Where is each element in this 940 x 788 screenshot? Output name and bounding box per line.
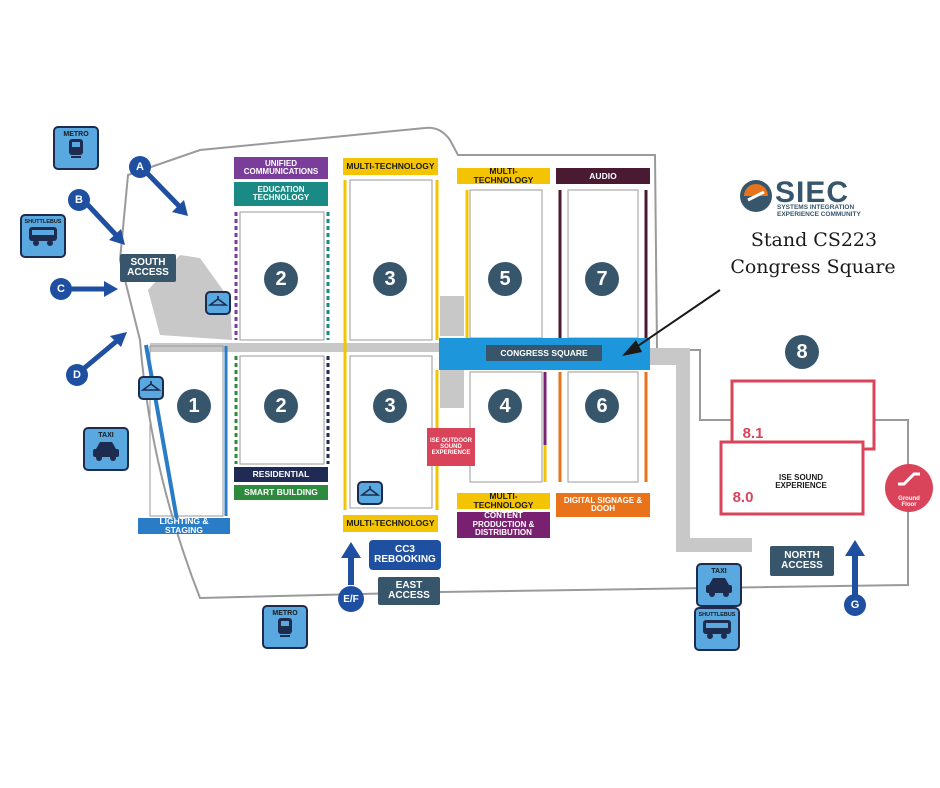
shuttlebus-box-e: SHUTTLEBUS [694,607,740,651]
hall-8-1-box [730,379,876,451]
hall-number-7: 7 [585,262,619,296]
tag-multi-technology-3-bottom: MULTI-TECHNOLOGY [343,515,438,532]
entrance-d: D [66,364,88,386]
hall-2-top [239,211,325,341]
ground-floor-label: Ground Floor [898,495,920,508]
entrance-b: B [68,189,90,211]
taxi-box-e: TAXI [696,563,742,607]
hall-number-5: 5 [488,262,522,296]
hall-6 [567,371,639,483]
metro-box-s: METRO [262,605,308,649]
siec-tagline-1: SYSTEMS INTEGRATION [777,204,855,211]
tag-audio: AUDIO [556,168,650,184]
south-access-label: SOUTH ACCESS [120,254,176,282]
label-hall-8-0: 8.0 [732,489,754,507]
metro-icon [278,618,292,637]
hall-number-1: 1 [177,389,211,423]
cloakroom-icon [138,376,164,400]
shuttlebus-label: SHUTTLEBUS [24,219,62,225]
stand-number: Stand CS223 [750,229,878,251]
east-access-label: EAST ACCESS [378,577,440,605]
hall-number-8: 8 [785,335,819,369]
siec-tagline-2: EXPERIENCE COMMUNITY [777,211,861,218]
metro-box-nw: METRO [53,126,99,170]
shuttlebus-icon [29,227,57,246]
main-walkway [150,343,440,352]
tag-education-technology: EDUCATION TECHNOLOGY [234,182,328,206]
tag-multi-technology-4: MULTI-TECHNOLOGY [457,492,550,509]
label-hall-8-1: 8.1 [742,425,764,443]
metro-label: METRO [63,131,89,138]
taxi-label-2: TAXI [711,568,727,575]
hall-1-outline [149,345,224,517]
taxi-label: TAXI [98,432,114,439]
walkway-hall4 [440,368,464,408]
taxi-icon [706,578,732,597]
entrance-a: A [129,156,151,178]
shuttlebus-icon [703,620,731,639]
tag-outdoor-sound-experience: ISE OUTDOOR SOUND EXPERIENCE [427,428,475,466]
hall-number-3-top: 3 [373,262,407,296]
siec-logo-mark [740,180,772,212]
cc3-rebooking-label: CC3 REBOOKING [369,540,441,570]
entrance-c: C [50,278,72,300]
hall-number-6: 6 [585,389,619,423]
hall-2-bottom [239,355,325,465]
hall-number-3-bottom: 3 [373,389,407,423]
hall-number-2-top: 2 [264,262,298,296]
tag-sound-experience: ISE SOUND EXPERIENCE [775,472,827,490]
north-access-label: NORTH ACCESS [770,546,834,576]
hall-number-4: 4 [488,389,522,423]
entrance-ef: E/F [338,586,364,612]
tag-smart-building: SMART BUILDING [234,485,328,500]
hall-number-2-bottom: 2 [264,389,298,423]
shuttlebus-label-2: SHUTTLEBUS [698,612,736,618]
tag-digital-signage: DIGITAL SIGNAGE & DOOH [556,493,650,517]
venue-outline [118,126,909,600]
walkway-hall5 [440,296,464,336]
hall-3-top [349,179,433,341]
metro-icon [69,139,83,158]
entrance-arrow-icon [68,170,865,595]
shuttlebus-box-w: SHUTTLEBUS [20,214,66,258]
taxi-box-w: TAXI [83,427,129,471]
hall-8-0-box [719,440,865,516]
escalator-badge [885,464,933,512]
tag-multi-technology-5: MULTI-TECHNOLOGY [457,167,550,184]
tag-unified-communications: UNIFIED COMMUNICATIONS [234,157,328,179]
stand-location: Congress Square [730,256,896,278]
escalator-icon [898,472,920,486]
tag-congress-square: CONGRESS SQUARE [486,345,602,361]
hall-4 [469,371,543,483]
taxi-icon [93,442,119,461]
tag-multi-technology-3-top: MULTI-TECHNOLOGY [343,158,438,175]
tag-content-production: CONTENT PRODUCTION & DISTRIBUTION [457,512,550,538]
entrance-g: G [844,594,866,616]
tag-lighting-staging: LIGHTING & STAGING [138,517,230,534]
callout-arrow-icon [622,289,721,356]
metro-label-2: METRO [272,610,298,617]
cloakroom-icon [357,481,383,505]
siec-logo: SIEC [775,176,850,209]
cloakroom-icon [205,291,231,315]
tag-residential: RESIDENTIAL [234,467,328,482]
